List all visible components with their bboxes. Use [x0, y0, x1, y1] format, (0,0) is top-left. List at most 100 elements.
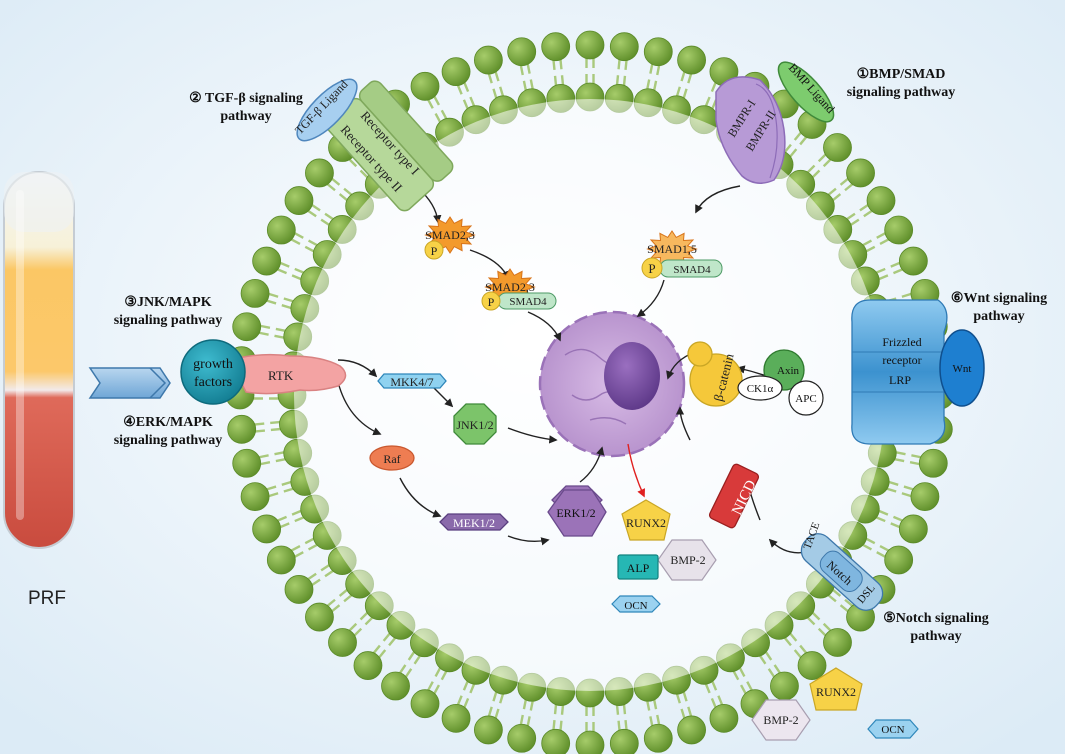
ocn-inner: OCN	[611, 595, 661, 613]
lipid-tail	[675, 70, 693, 100]
lipid-tail	[805, 152, 833, 180]
lipid-head	[643, 723, 673, 753]
lipid-tail	[805, 610, 833, 638]
lipid-head	[328, 628, 357, 657]
lipid-tail	[731, 666, 754, 696]
lipid-tail	[675, 690, 693, 720]
erk-pathway-line2: signaling pathway	[113, 433, 223, 448]
lipid-head	[441, 57, 471, 87]
bmp-pathway-line1: ①BMP/SMAD	[856, 67, 946, 82]
lipid-head	[232, 312, 262, 342]
rtk-receptor: RTK	[228, 353, 347, 395]
mkk47: MKK4/7	[377, 373, 447, 389]
lipid-tail	[426, 94, 449, 124]
lipid-head	[609, 32, 639, 62]
lipid-tail	[275, 509, 306, 529]
prf-label: PRF	[28, 588, 66, 609]
lipid-head	[252, 514, 282, 544]
lipid-head	[797, 651, 827, 680]
destruction-complex: Axin CK1α APC	[737, 349, 824, 416]
jnk12-label: JNK1/2	[456, 418, 493, 432]
frizzled-label-1: Frizzled	[882, 335, 921, 349]
lipid-tail	[585, 705, 595, 733]
runx2-label-inner: RUNX2	[626, 516, 666, 530]
growth-factors: growth factors	[180, 339, 246, 405]
lipid-head	[305, 158, 334, 188]
lipid-head	[918, 448, 948, 478]
lipid-tail	[826, 176, 855, 202]
lipid-tail	[398, 650, 422, 679]
lipid-tail	[371, 631, 397, 660]
lipid-tail	[275, 261, 306, 281]
lipid-head	[474, 45, 503, 75]
jnk-pathway-line2: signaling pathway	[113, 313, 223, 328]
lipid-tail	[585, 57, 595, 85]
lipid-tail	[306, 563, 335, 587]
lipid-head	[898, 514, 928, 544]
lipid-tail	[519, 698, 535, 728]
smad15-label: SMAD1,5	[647, 242, 697, 256]
lipid-head	[609, 728, 639, 754]
smad23-smad4-complex: SMAD2,3 SMAD4 P	[481, 268, 557, 311]
jnk-pathway-label: ③JNK/MAPK signaling pathway	[98, 294, 238, 330]
lipid-head	[227, 414, 257, 444]
lipid-tail	[885, 480, 915, 498]
lipid-tail	[783, 631, 809, 660]
nucleolus	[604, 342, 660, 410]
lipid-head	[441, 703, 471, 733]
mkk47-label: MKK4/7	[390, 375, 433, 389]
notch-pathway-line2: pathway	[910, 629, 962, 644]
lipid-head	[898, 246, 928, 276]
lipid-head	[884, 215, 914, 245]
lipid-head	[770, 671, 799, 701]
lipid-tail	[861, 231, 891, 254]
lipid-tail	[487, 690, 505, 720]
erk-pathway-label: ④ERK/MAPK signaling pathway	[98, 414, 238, 450]
apc-label: APC	[795, 393, 816, 405]
lipid-tail	[783, 130, 809, 159]
lipid-head	[232, 448, 262, 478]
wnt-label: Wnt	[953, 363, 972, 375]
ck1a-label: CK1α	[747, 383, 774, 395]
alp-label-inner: ALP	[627, 561, 650, 575]
jnk-pathway-line1: ③JNK/MAPK	[124, 295, 212, 310]
pathway-arrows	[337, 185, 807, 554]
smad23-label-1: SMAD2,3	[425, 228, 475, 242]
lipid-tail	[265, 292, 295, 310]
lipid-head	[643, 37, 673, 67]
lipid-head	[823, 628, 852, 657]
growth-factors-line1: growth	[193, 357, 233, 372]
raf-label: Raf	[383, 452, 400, 466]
growth-factors-line2: factors	[194, 375, 232, 390]
mek12: MEK1/2	[439, 513, 509, 531]
lipid-head	[284, 186, 314, 215]
lipid-head	[884, 545, 914, 575]
bmp2-inner: BMP-2	[657, 539, 717, 581]
tgf-pathway-line2: pathway	[220, 109, 272, 124]
lipid-head	[575, 730, 605, 754]
lipid-head	[677, 715, 706, 745]
lipid-tail	[253, 420, 282, 433]
prf-arrow	[88, 367, 171, 399]
lipid-tail	[325, 588, 354, 614]
lipid-head	[381, 671, 410, 701]
lipid-tail	[265, 480, 295, 498]
lipid-head	[266, 215, 296, 245]
lipid-head	[240, 279, 270, 308]
lipid-tail	[552, 58, 565, 87]
lipid-tail	[893, 450, 923, 466]
smad15-smad4-complex: SMAD1,5 SMAD4 P	[641, 230, 723, 279]
lipid-tail	[519, 62, 535, 92]
lipid-head	[507, 37, 537, 67]
erk12: ERK1/2	[547, 485, 607, 537]
lipid-tail	[645, 62, 661, 92]
lipid-tail	[615, 58, 628, 87]
lipid-tail	[325, 176, 354, 202]
wnt-ligand: Wnt	[939, 329, 985, 407]
lrp-label: LRP	[889, 373, 911, 387]
bmp-receptors: BMPR-I BMPR-II BMP Ligand	[715, 61, 838, 184]
wnt-pathway-line2: pathway	[973, 309, 1025, 324]
bmp2-label-inner: BMP-2	[670, 553, 705, 567]
rtk-label: RTK	[268, 368, 294, 383]
